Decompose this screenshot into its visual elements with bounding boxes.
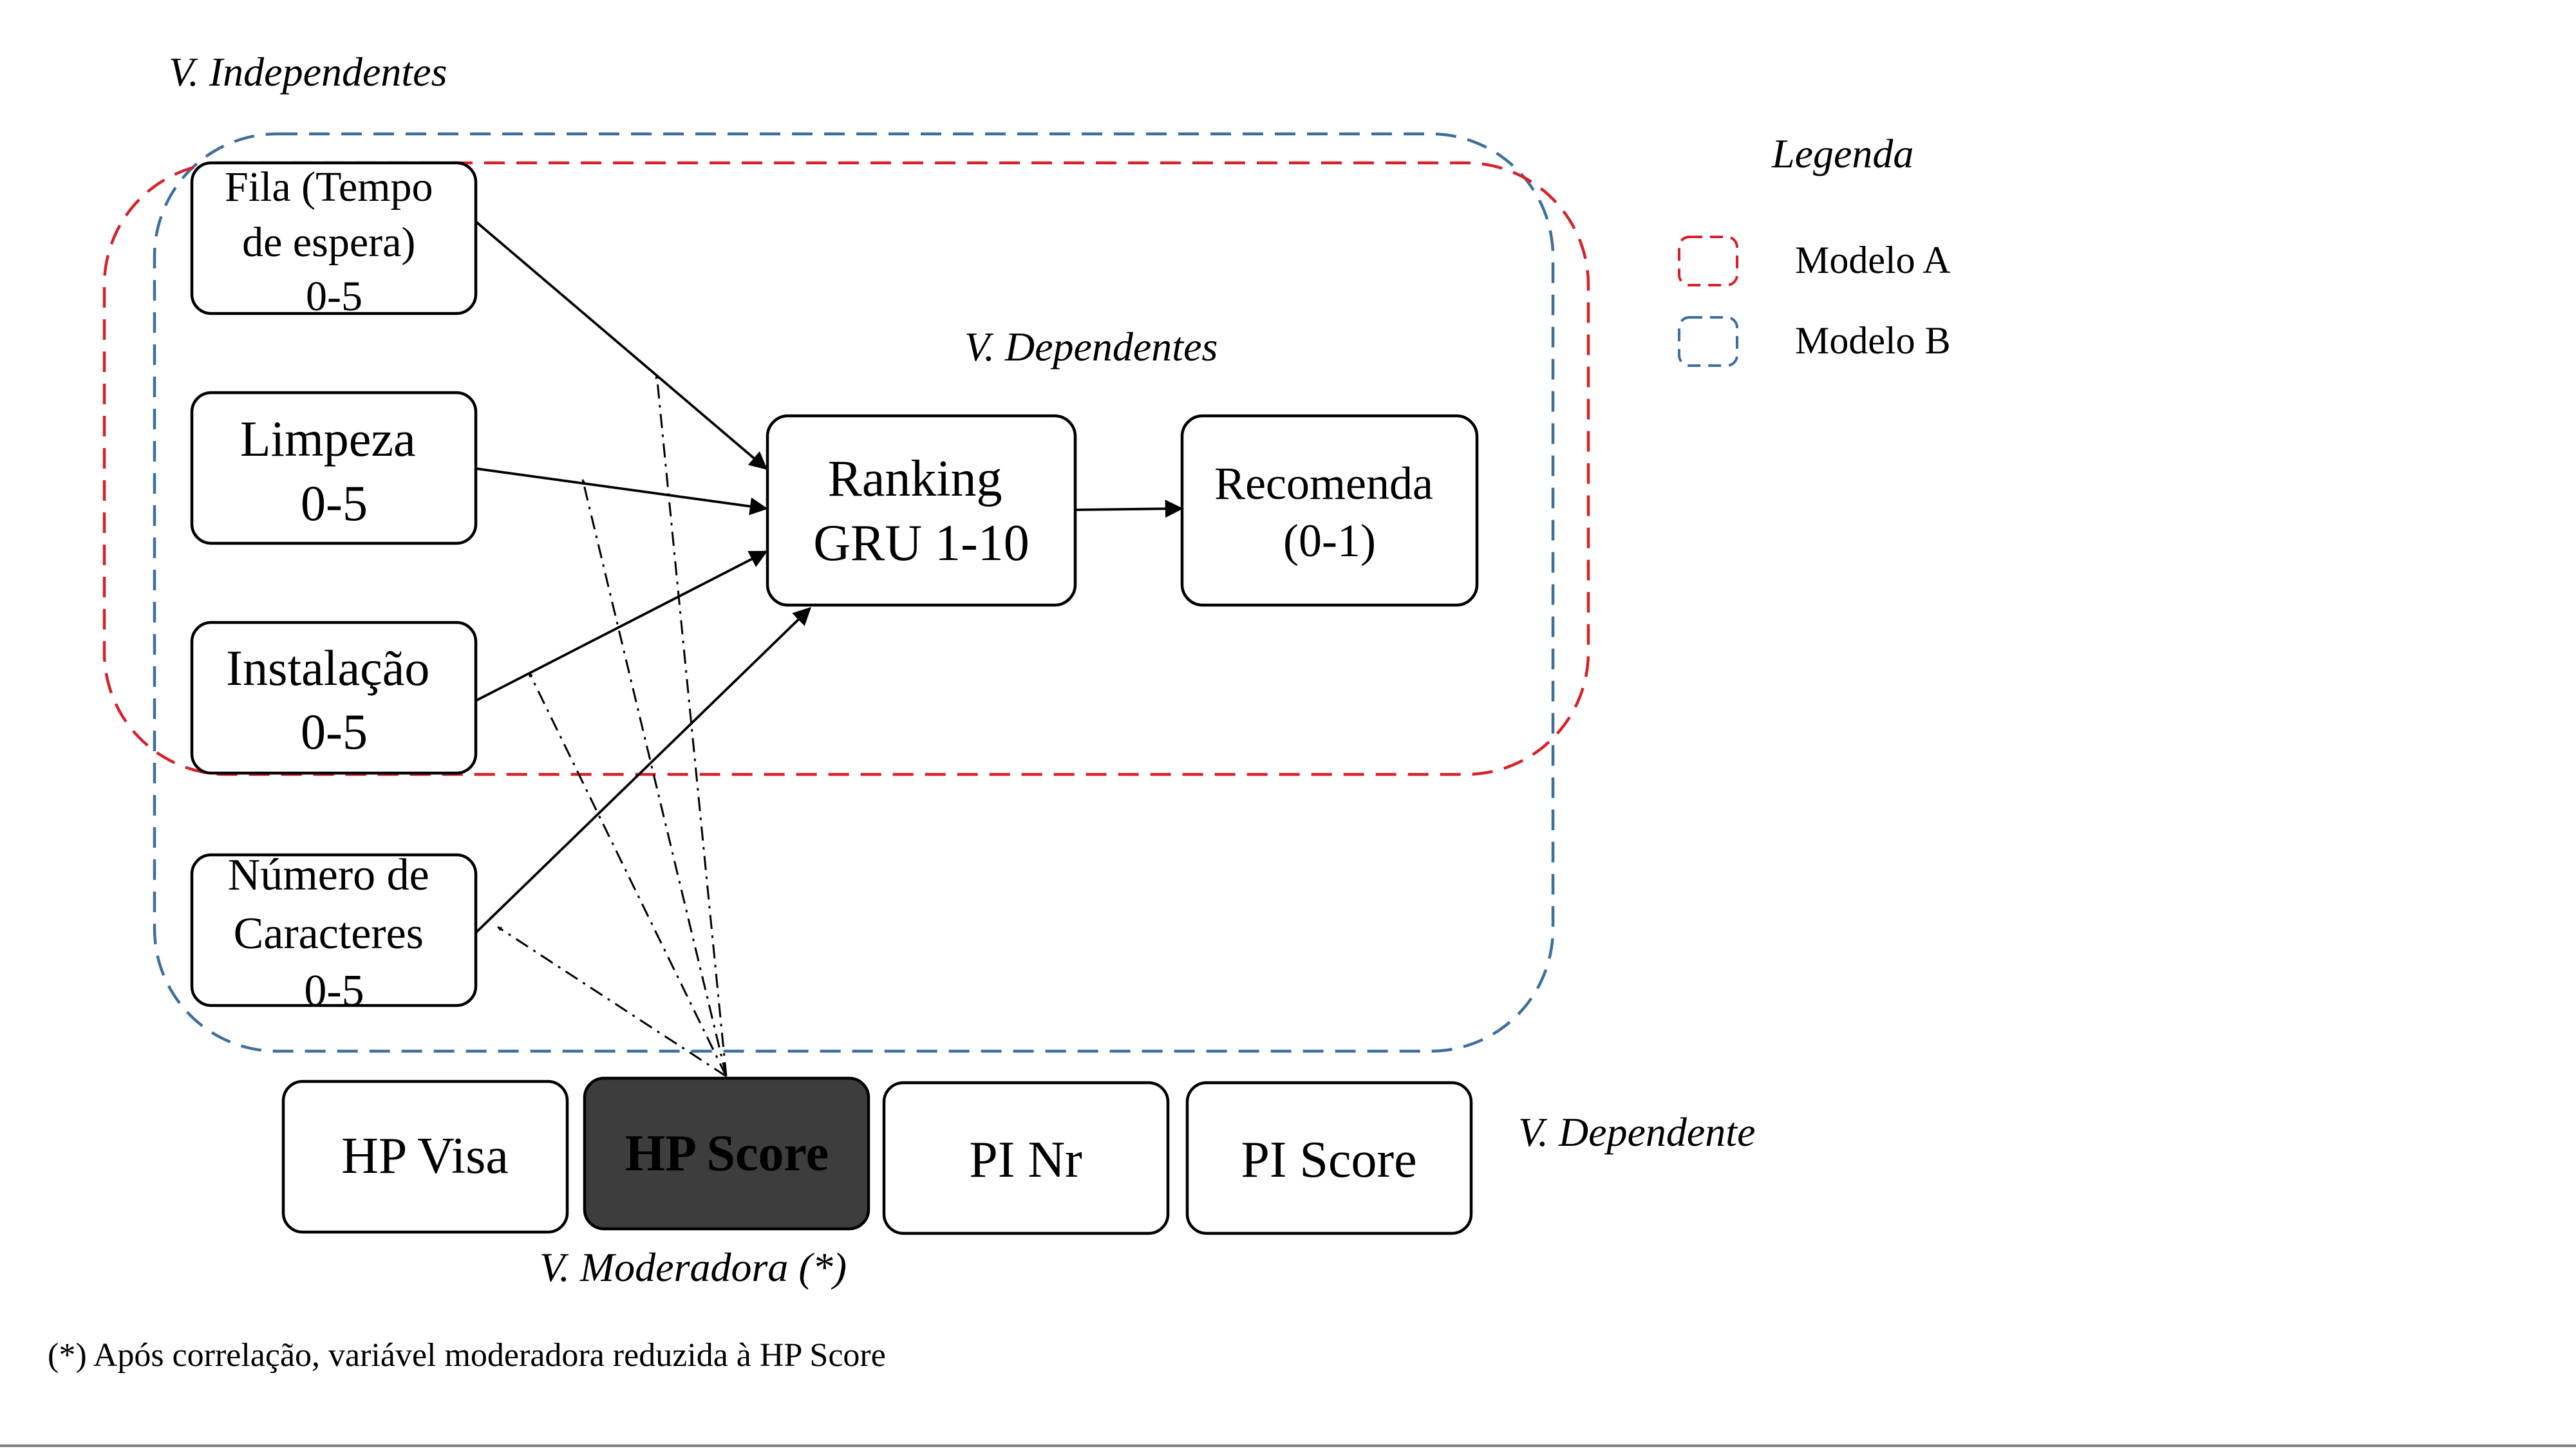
- var-instalacao-line-2: 0-5: [301, 704, 368, 760]
- legend-label-modelo-b: Modelo B: [1795, 319, 1951, 362]
- var-box-limpeza: Limpeza 0-5: [190, 391, 478, 545]
- var-limpeza-line-1: Limpeza: [240, 411, 416, 467]
- moderator-box-pi-score: PI Score: [1185, 1081, 1473, 1235]
- var-caracteres-line-2: Caracteres: [234, 909, 424, 958]
- var-limpeza-line-2: 0-5: [301, 475, 368, 531]
- var-recomenda-line-1: Recomenda: [1214, 458, 1433, 509]
- moderadora-label: V. Moderadora (*): [540, 1244, 847, 1290]
- arrow-limpeza-ranking: [476, 467, 768, 516]
- var-box-recomenda: Recomenda (0-1): [1180, 414, 1479, 607]
- var-fila-line-3: 0-5: [306, 273, 362, 320]
- footnote: (*) Após correlação, variável moderadora…: [48, 1337, 886, 1374]
- moderator-box-hp-score: HP Score: [583, 1076, 870, 1231]
- independentes-label: V. Independentes: [169, 49, 447, 95]
- moderator-pi-nr-label: PI Nr: [969, 1132, 1082, 1188]
- arrow-caracteres-ranking: [475, 607, 812, 933]
- moderator-hp-visa-label: HP Visa: [341, 1128, 509, 1184]
- moderator-box-hp-visa: HP Visa: [281, 1080, 569, 1234]
- var-box-caracteres: Número de Caracteres 0-5: [190, 850, 478, 1016]
- dependentes-label: V. Dependentes: [964, 324, 1217, 369]
- svg-text:Ranking GRU 1-10: Ranking GRU 1-10: [813, 451, 1029, 572]
- moderator-box-pi-nr: PI Nr: [882, 1081, 1170, 1235]
- modelo-b-frame: [153, 132, 1555, 1053]
- arrow-fila-ranking: [475, 221, 768, 470]
- legend-swatch-modelo-b: [1678, 316, 1738, 367]
- legend: Modelo A Modelo B: [1678, 236, 1951, 367]
- arrow-instalacao-ranking: [476, 550, 768, 702]
- var-ranking-line-2: GRU 1-10: [813, 515, 1029, 572]
- modelo-a-frame: [102, 161, 1590, 776]
- relationship-arrows: [475, 221, 1183, 933]
- moderator-arrows: [497, 374, 728, 1078]
- var-recomenda-line-2: (0-1): [1283, 515, 1376, 566]
- var-instalacao-line-1: Instalação: [226, 640, 429, 696]
- var-ranking-line-1: Ranking: [827, 451, 1002, 507]
- dependente-label: V. Dependente: [1518, 1109, 1755, 1155]
- moderator-arrow-fila: [655, 374, 728, 1077]
- svg-text:Limpeza 0-5: Limpeza 0-5: [240, 411, 428, 531]
- moderator-arrow-limpeza: [581, 479, 728, 1077]
- legend-label-modelo-a: Modelo A: [1795, 239, 1951, 281]
- svg-text:Fila (Tempo de espera): Fila (Tempo de espera) 0-5: [225, 164, 444, 320]
- arrow-ranking-recomenda: [1076, 500, 1183, 518]
- var-fila-line-2: de espera): [242, 219, 415, 266]
- moderator-hp-score-label: HP Score: [625, 1125, 829, 1182]
- moderator-arrow-caracteres: [497, 926, 727, 1078]
- var-box-fila: Fila (Tempo de espera) 0-5: [190, 161, 478, 320]
- legend-swatch-modelo-a: [1678, 236, 1738, 286]
- svg-text:Recomenda (0-1): Recomenda (0-1): [1214, 458, 1445, 566]
- svg-text:Número de Caracteres: Número de Caracteres 0-5: [228, 850, 440, 1016]
- var-fila-line-1: Fila (Tempo: [225, 164, 433, 210]
- moderator-arrow-instalacao: [528, 672, 728, 1077]
- var-caracteres-line-3: 0-5: [304, 966, 364, 1016]
- var-caracteres-line-1: Número de: [228, 850, 429, 900]
- var-box-instalacao: Instalação 0-5: [190, 621, 478, 775]
- moderator-pi-score-label: PI Score: [1241, 1132, 1416, 1188]
- legenda-title: Legenda: [1771, 131, 1913, 176]
- svg-text:Instalação 0-5: Instalação 0-5: [226, 640, 442, 760]
- var-box-ranking: Ranking GRU 1-10: [766, 414, 1077, 607]
